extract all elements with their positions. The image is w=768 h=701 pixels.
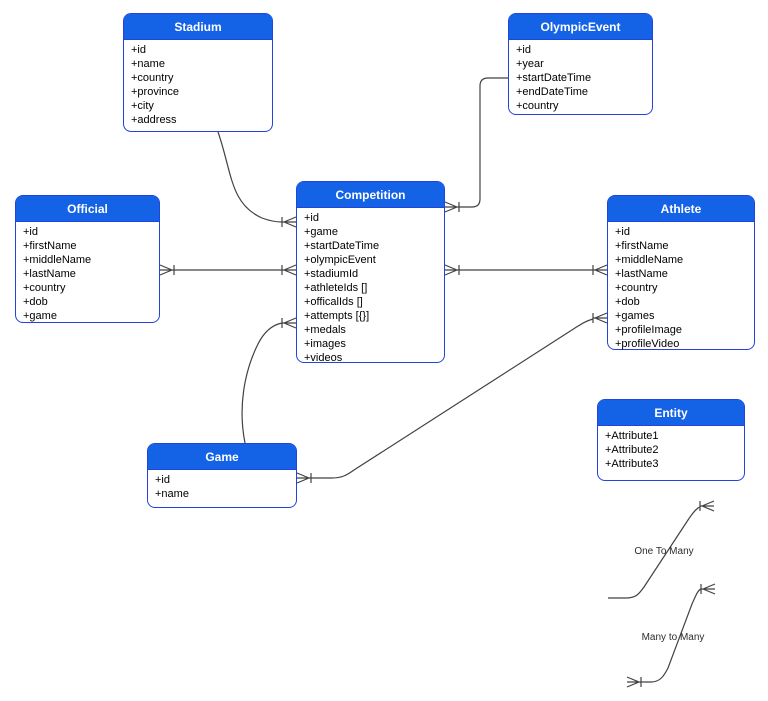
crows-foot-icon — [281, 317, 297, 329]
entity-box-entity[interactable]: Entity +Attribute1 +Attribute2 +Attribute3 — [597, 399, 745, 481]
attribute-row: +profileVideo — [615, 338, 680, 350]
attribute-row: +city — [131, 100, 154, 112]
crows-foot-icon — [700, 583, 716, 595]
connector-game-competition[interactable] — [241, 317, 297, 444]
attribute-row: +country — [23, 282, 66, 294]
connector-olympicevent-competition[interactable] — [444, 77, 508, 213]
legend-one-to-many-label: One To Many — [634, 546, 693, 557]
attribute-row: +stadiumId — [304, 268, 359, 280]
attribute-list: +Attribute1 +Attribute2 +Attribute3 — [598, 426, 744, 471]
crows-foot-icon — [281, 264, 297, 276]
attribute-list: +id +firstName +middleName +lastName +countr… — [16, 222, 159, 323]
attribute-row: +id — [304, 212, 319, 224]
attribute-row: +Attribute1 — [605, 430, 659, 442]
entity-title: Athlete — [608, 196, 754, 222]
attribute-row: +year — [516, 58, 544, 70]
attribute-row: +lastName — [615, 268, 668, 280]
attribute-list: +id +name — [148, 470, 296, 501]
attribute-row: +id — [615, 226, 630, 238]
attribute-list: +id +name +country +province +city +address — [124, 40, 272, 127]
attribute-list: +id +year +startDateTime +endDateTime +count… — [509, 40, 652, 113]
attribute-row: +name — [131, 58, 165, 70]
crows-foot-icon — [159, 264, 175, 276]
entity-box-stadium[interactable]: Stadium +id +name +country +province +city +a… — [123, 13, 273, 132]
attribute-list: +id +game +startDateTime +olympicEvent +stad… — [297, 208, 444, 365]
attribute-row: +country — [615, 282, 658, 294]
connector-competition-athlete[interactable] — [444, 264, 608, 276]
entity-box-olympic-event[interactable]: OlympicEvent +id +year +startDateTime +endD… — [508, 13, 653, 115]
attribute-row: +game — [23, 310, 57, 322]
attribute-row: +country — [516, 100, 559, 112]
entity-title: Stadium — [124, 14, 272, 40]
attribute-row: +middleName — [615, 254, 684, 266]
legend-many-to-many-label: Many to Many — [642, 632, 705, 643]
legend-one-to-many-line[interactable] — [608, 500, 715, 599]
connector-official-competition[interactable] — [159, 264, 297, 276]
attribute-row: +country — [131, 72, 174, 84]
crows-foot-icon — [444, 264, 460, 276]
entity-box-athlete[interactable]: Athlete +id +firstName +middleName +lastNam… — [607, 195, 755, 350]
attribute-row: +athleteIds [] — [304, 282, 368, 294]
attribute-row: +game — [304, 226, 338, 238]
attribute-row: +Attribute2 — [605, 444, 659, 456]
attribute-row: +images — [304, 338, 346, 350]
legend-many-to-many-line[interactable] — [626, 583, 716, 688]
attribute-row: +profileImage — [615, 324, 682, 336]
attribute-row: +games — [615, 310, 655, 322]
attribute-row: +id — [23, 226, 38, 238]
entity-title: Game — [148, 444, 296, 470]
attribute-row: +endDateTime — [516, 86, 589, 98]
attribute-row: +dob — [615, 296, 640, 308]
entity-title: Competition — [297, 182, 444, 208]
attribute-row: +startDateTime — [304, 240, 380, 252]
connector-stadium-competition[interactable] — [217, 131, 297, 228]
attribute-row: +olympicEvent — [304, 254, 376, 266]
crows-foot-icon — [626, 676, 642, 688]
entity-title: OlympicEvent — [509, 14, 652, 40]
entity-box-official[interactable]: Official +id +firstName +middleName +lastNa… — [15, 195, 160, 323]
crows-foot-icon — [592, 312, 608, 324]
entity-title: Official — [16, 196, 159, 222]
crows-foot-icon — [699, 500, 715, 512]
entity-box-competition[interactable]: Competition +id +game +startDateTime +olymp… — [296, 181, 445, 365]
attribute-row: +name — [155, 488, 189, 500]
attribute-row: +startDateTime — [516, 72, 592, 84]
crows-foot-icon — [296, 472, 312, 484]
connector-game-athlete[interactable] — [296, 312, 608, 484]
attribute-row: +firstName — [23, 240, 77, 252]
attribute-row: +address — [131, 114, 177, 126]
crows-foot-icon — [592, 264, 608, 276]
attribute-row: +lastName — [23, 268, 76, 280]
attribute-row: +id — [516, 44, 531, 56]
attribute-row: +firstName — [615, 240, 669, 252]
attribute-row: +Attribute3 — [605, 458, 659, 470]
attribute-row: +attempts [{}] — [304, 310, 370, 322]
attribute-list: +id +firstName +middleName +lastName +countr… — [608, 222, 754, 351]
attribute-row: +videos — [304, 352, 343, 364]
attribute-row: +officalIds [] — [304, 296, 363, 308]
crows-foot-icon — [281, 216, 297, 228]
crows-foot-icon — [444, 201, 460, 213]
entity-title: Entity — [598, 400, 744, 426]
attribute-row: +province — [131, 86, 180, 98]
attribute-row: +middleName — [23, 254, 92, 266]
attribute-row: +dob — [23, 296, 48, 308]
attribute-row: +id — [131, 44, 146, 56]
attribute-row: +id — [155, 474, 170, 486]
entity-box-game[interactable]: Game +id +name — [147, 443, 297, 508]
attribute-row: +medals — [304, 324, 346, 336]
